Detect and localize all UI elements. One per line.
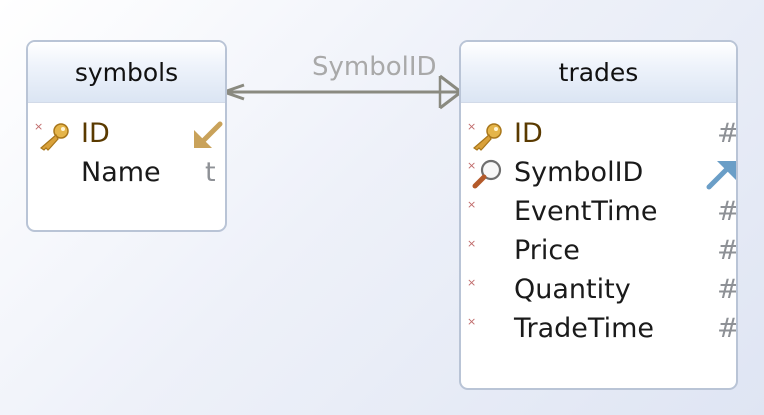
column-row-tradetime[interactable]: × TradeTime #: [461, 311, 736, 347]
table-symbols[interactable]: symbols × ID Name t: [26, 40, 227, 232]
not-null-marker: ×: [467, 237, 477, 250]
column-row-id[interactable]: × ID: [28, 116, 225, 152]
not-null-marker: ×: [467, 120, 477, 133]
relationship-label[interactable]: SymbolID: [312, 52, 437, 82]
magnifier-icon: [471, 158, 505, 194]
column-name: SymbolID: [514, 157, 644, 188]
column-row-id[interactable]: × ID #: [461, 116, 736, 152]
column-row-price[interactable]: × Price #: [461, 233, 736, 269]
not-null-marker: ×: [467, 276, 477, 289]
column-row-name[interactable]: Name t: [28, 155, 225, 191]
column-type-text: t: [205, 157, 216, 188]
column-name: EventTime: [514, 196, 658, 227]
table-trades[interactable]: trades × ID # × SymbolID: [459, 40, 738, 390]
column-type-text: #: [717, 313, 738, 344]
not-null-marker: ×: [34, 120, 44, 133]
column-row-quantity[interactable]: × Quantity #: [461, 272, 736, 308]
outgoing-foreign-key-arrow-icon: [705, 157, 736, 195]
not-null-marker: ×: [467, 198, 477, 211]
column-name: Price: [514, 235, 580, 266]
column-name: ID: [514, 118, 543, 149]
column-type-text: #: [717, 118, 738, 149]
not-null-marker: ×: [467, 315, 477, 328]
column-type-text: #: [717, 274, 738, 305]
incoming-foreign-key-arrow-icon: [190, 120, 224, 156]
column-type-text: #: [717, 235, 738, 266]
column-row-symbolid[interactable]: × SymbolID: [461, 155, 736, 191]
table-title[interactable]: symbols: [28, 42, 225, 103]
column-row-eventtime[interactable]: × EventTime #: [461, 194, 736, 230]
column-name: ID: [81, 118, 110, 149]
not-null-marker: ×: [467, 159, 477, 172]
table-title[interactable]: trades: [461, 42, 736, 103]
column-name: Name: [81, 157, 161, 188]
key-icon: [37, 122, 71, 156]
key-icon: [470, 122, 504, 156]
column-name: TradeTime: [514, 313, 654, 344]
column-name: Quantity: [514, 274, 631, 305]
column-type-text: #: [717, 196, 738, 227]
